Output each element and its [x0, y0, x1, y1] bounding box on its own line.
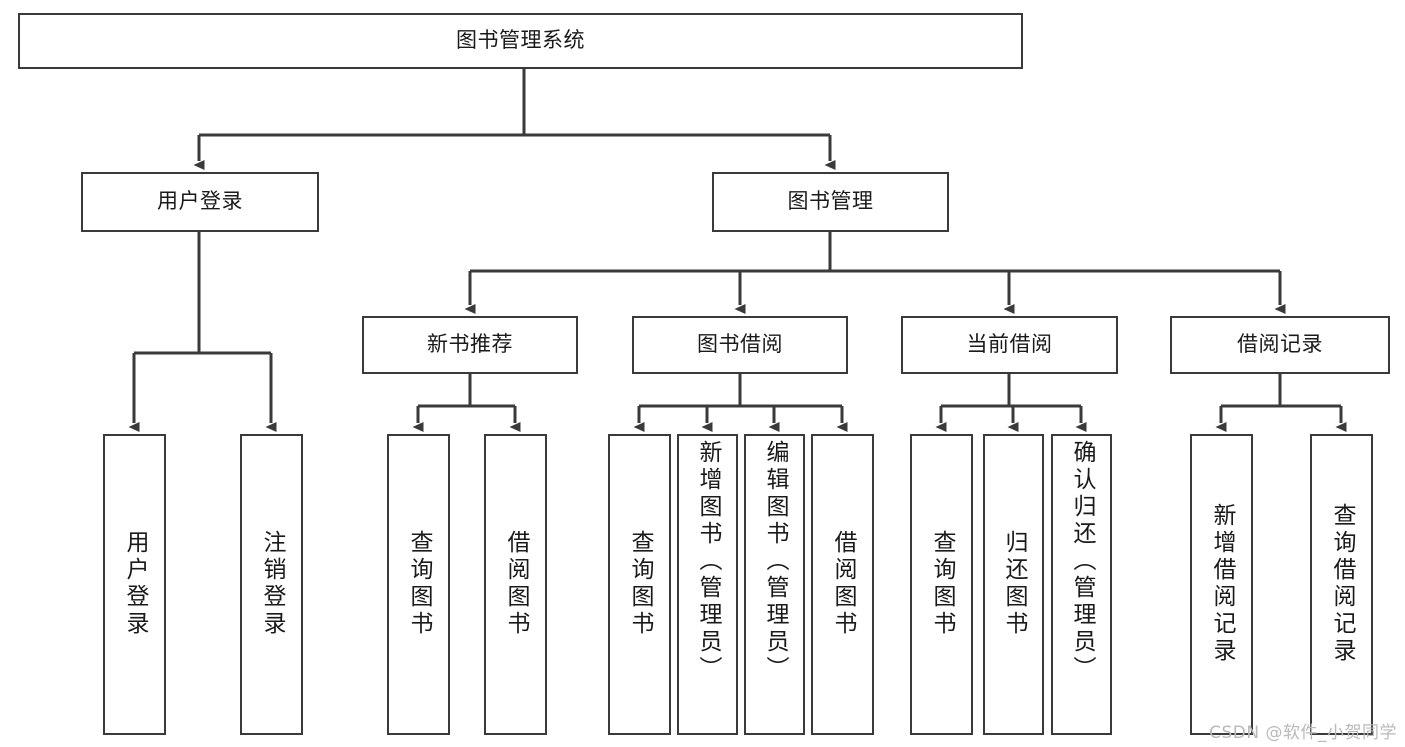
node-leaf-current-1[interactable]: 查询图书	[910, 434, 973, 735]
node-label: 查询借阅记录	[1329, 502, 1355, 665]
node-label: 图书借阅	[697, 332, 783, 357]
node-label: 借阅记录	[1237, 332, 1323, 357]
node-root[interactable]: 图书管理系统	[18, 13, 1023, 69]
node-leaf-borrow-1[interactable]: 查询图书	[608, 434, 671, 735]
node-leaf-login-2[interactable]: 注销登录	[240, 434, 303, 735]
node-label: 图书管理	[787, 189, 874, 214]
node-label: 查询图书	[929, 529, 955, 638]
node-leaf-current-3[interactable]: 确认归还（管理员）	[1051, 434, 1112, 735]
node-label: 新书推荐	[427, 332, 513, 357]
node-leaf-borrow-4[interactable]: 借阅图书	[811, 434, 874, 735]
node-label: 图书管理系统	[456, 28, 585, 53]
node-label: 用户登录	[122, 529, 148, 638]
node-label: 新增借阅记录	[1209, 502, 1235, 665]
node-leaf-records-1[interactable]: 新增借阅记录	[1190, 434, 1253, 735]
node-leaf-newbook-2[interactable]: 借阅图书	[484, 434, 547, 735]
node-label: 借阅图书	[830, 529, 856, 638]
node-leaf-newbook-1[interactable]: 查询图书	[387, 434, 450, 735]
node-bookmgmt[interactable]: 图书管理	[712, 172, 949, 232]
node-label: 用户登录	[157, 189, 243, 214]
node-label: 编辑图书（管理员）	[762, 440, 788, 683]
node-label: 确认归还（管理员）	[1069, 440, 1095, 683]
node-label: 新增图书（管理员）	[695, 440, 721, 683]
node-label: 当前借阅	[966, 332, 1053, 357]
node-leaf-borrow-2[interactable]: 新增图书（管理员）	[677, 434, 738, 735]
node-label: 借阅图书	[503, 529, 529, 638]
node-newbook[interactable]: 新书推荐	[362, 316, 578, 374]
node-leaf-borrow-3[interactable]: 编辑图书（管理员）	[744, 434, 805, 735]
node-borrow[interactable]: 图书借阅	[632, 316, 848, 374]
node-leaf-records-2[interactable]: 查询借阅记录	[1310, 434, 1373, 735]
node-leaf-current-2[interactable]: 归还图书	[983, 434, 1044, 735]
node-label: 查询图书	[406, 529, 432, 638]
node-label: 归还图书	[1001, 529, 1027, 638]
node-current[interactable]: 当前借阅	[901, 316, 1118, 374]
node-label: 查询图书	[627, 529, 653, 638]
node-leaf-login-1[interactable]: 用户登录	[103, 434, 166, 735]
node-login[interactable]: 用户登录	[81, 172, 319, 232]
node-records[interactable]: 借阅记录	[1170, 316, 1390, 374]
node-label: 注销登录	[259, 529, 285, 638]
